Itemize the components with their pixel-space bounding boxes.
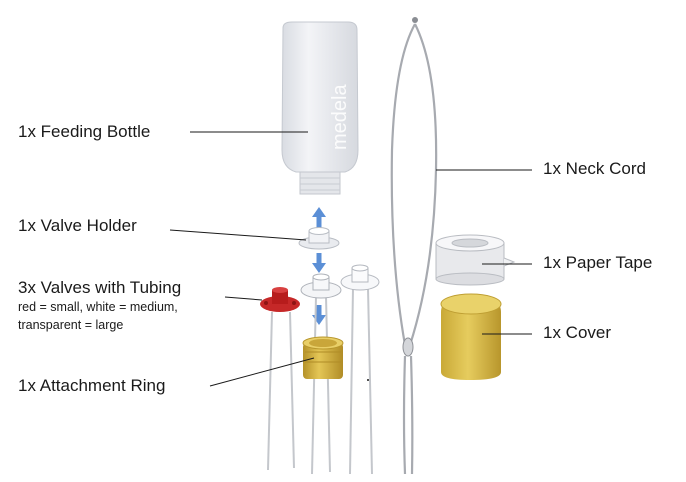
- label-paper-tape: 1x Paper Tape: [543, 253, 653, 272]
- valve-red-small: [260, 287, 300, 312]
- cover: [440, 293, 502, 380]
- valve-tubing: [267, 287, 373, 475]
- valve-transparent-large: [340, 264, 380, 291]
- bottle-brand-logo: medela: [329, 84, 351, 150]
- leader-attachment-ring: [209, 357, 315, 387]
- attachment-ring: [302, 336, 344, 379]
- label-leader-lines: [169, 131, 532, 387]
- label-valves-note-line1: red = small, white = medium,: [18, 300, 178, 314]
- arrow-up-icon: [312, 207, 326, 228]
- leader-valve-holder: [169, 229, 307, 241]
- paper-tape: [435, 234, 516, 286]
- arrow-down-icon: [312, 253, 326, 273]
- label-cover: 1x Cover: [543, 323, 612, 342]
- stray-mark: [367, 379, 369, 381]
- bottle-neck: [299, 171, 341, 195]
- assembly-arrows: [312, 207, 326, 325]
- label-neck-cord: 1x Neck Cord: [543, 159, 646, 178]
- leader-valves: [224, 296, 263, 301]
- label-feeding-bottle: 1x Feeding Bottle: [18, 122, 151, 141]
- label-valves: 3x Valves with Tubing: [18, 278, 182, 297]
- arrow-down-icon: [312, 305, 326, 325]
- feeding-bottle: medela: [281, 21, 359, 195]
- valve-holder: [298, 227, 340, 250]
- label-valves-note-line2: transparent = large: [18, 318, 124, 332]
- valve-white-medium: [300, 273, 342, 299]
- label-valve-holder: 1x Valve Holder: [18, 216, 137, 235]
- label-attachment-ring: 1x Attachment Ring: [18, 376, 166, 395]
- neck-cord: [390, 17, 438, 475]
